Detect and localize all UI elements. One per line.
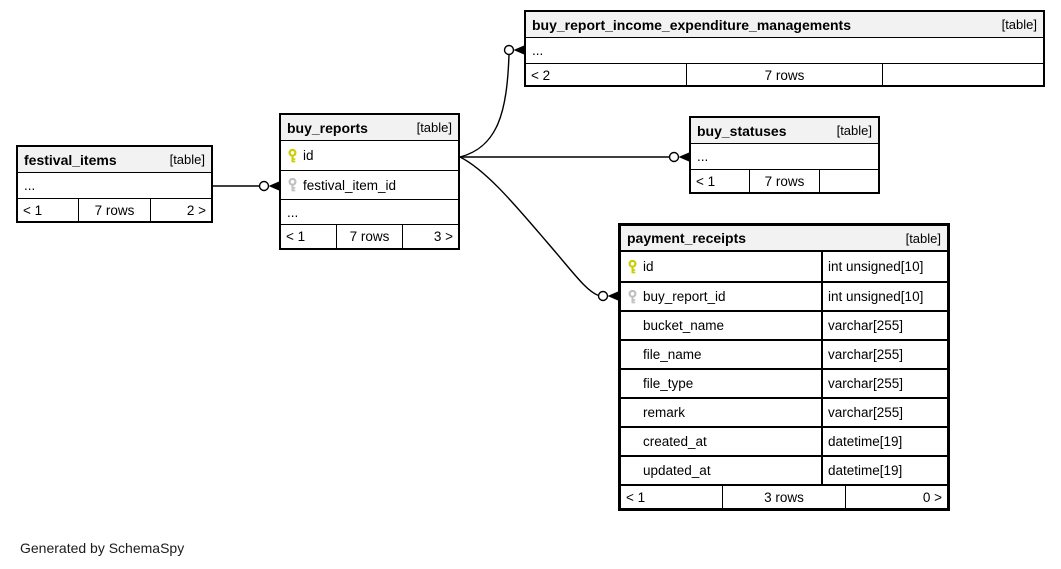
- primary-key-icon: [621, 259, 643, 274]
- column-type: int unsigned[10]: [821, 283, 947, 310]
- column-row-bucket_name[interactable]: bucket_name varchar[255]: [621, 310, 947, 339]
- footer-children: 2 >: [186, 202, 206, 218]
- table-tag: [table]: [905, 230, 941, 246]
- column-row-ellipsis[interactable]: ...: [18, 173, 211, 198]
- column-name: created_at: [643, 434, 707, 449]
- footer-rowcount: 7 rows: [748, 170, 821, 192]
- table-tag: [table]: [1001, 17, 1037, 32]
- table-footer: < 2 7 rows: [526, 63, 1043, 86]
- table-header: payment_receipts [table]: [621, 226, 947, 252]
- column-type: varchar[255]: [821, 312, 947, 339]
- foreign-key-icon: [281, 178, 303, 192]
- table-buy_reports[interactable]: buy_reports [table] id festival_item_id..…: [279, 113, 460, 250]
- column-row-file_name[interactable]: file_name varchar[255]: [621, 339, 947, 368]
- table-tag: [table]: [416, 120, 452, 135]
- column-name: ...: [287, 204, 299, 220]
- foreign-key-icon: [621, 289, 643, 304]
- column-type: varchar[255]: [821, 399, 947, 426]
- footer-rowcount: 7 rows: [335, 225, 404, 248]
- column-name: remark: [643, 405, 686, 420]
- column-name: id: [303, 148, 314, 163]
- column-name: id: [643, 259, 654, 274]
- column-row-ellipsis[interactable]: ...: [526, 38, 1043, 63]
- footer-children: 3 >: [433, 229, 453, 244]
- table-footer: < 1 3 rows 0 >: [621, 484, 947, 508]
- connector-buy_reports-to-buy_report_income_expenditure_managements: [459, 44, 524, 158]
- table-buy_statuses[interactable]: buy_statuses [table] ... < 1 7 rows: [689, 116, 880, 194]
- footer-parents: < 1: [696, 173, 716, 189]
- table-name: buy_reports: [287, 119, 368, 136]
- column-row-created_at[interactable]: created_at datetime[19]: [621, 426, 947, 455]
- primary-key-icon: [281, 148, 303, 163]
- column-name: file_type: [643, 376, 694, 391]
- footer-children: [820, 170, 878, 192]
- column-row-buy_report_id[interactable]: buy_report_id int unsigned[10]: [621, 281, 947, 310]
- table-name: buy_report_income_expenditure_management…: [532, 16, 851, 33]
- table-header: buy_statuses [table]: [691, 118, 878, 144]
- column-row-ellipsis[interactable]: ...: [281, 199, 458, 224]
- column-row-id[interactable]: id: [281, 141, 458, 170]
- column-name: festival_item_id: [303, 177, 397, 193]
- table-footer: < 1 7 rows 2 >: [18, 198, 211, 221]
- table-header: buy_reports [table]: [281, 115, 458, 141]
- generator-note: Generated by SchemaSpy: [20, 540, 185, 556]
- column-row-festival_item_id[interactable]: festival_item_id: [281, 170, 458, 199]
- table-footer: < 1 7 rows: [691, 169, 878, 192]
- column-row-remark[interactable]: remark varchar[255]: [621, 397, 947, 426]
- table-festival_items[interactable]: festival_items [table] ... < 1 7 rows 2 …: [16, 145, 213, 223]
- table-name: payment_receipts: [627, 230, 747, 246]
- table-name: buy_statuses: [697, 122, 787, 139]
- table-name: festival_items: [24, 151, 117, 168]
- footer-rowcount: 7 rows: [686, 64, 883, 86]
- table-tag: [table]: [836, 123, 872, 138]
- column-type: datetime[19]: [821, 428, 947, 455]
- column-name: updated_at: [643, 463, 711, 478]
- footer-parents: < 1: [286, 229, 306, 244]
- column-name: buy_report_id: [643, 289, 726, 304]
- column-name: ...: [24, 178, 36, 193]
- footer-parents: < 1: [626, 489, 646, 505]
- footer-parents: < 1: [23, 202, 43, 218]
- footer-children: [883, 64, 1043, 86]
- column-row-id[interactable]: id int unsigned[10]: [621, 252, 947, 281]
- connector-buy_reports-to-payment_receipts: [459, 156, 618, 302]
- connector-festival_items-to-buy_reports: [213, 180, 279, 192]
- table-buy_report_income_expenditure_managements[interactable]: buy_report_income_expenditure_management…: [524, 10, 1045, 87]
- footer-rowcount: 3 rows: [722, 486, 846, 508]
- table-tag: [table]: [169, 152, 205, 167]
- footer-children: 0 >: [922, 489, 942, 505]
- column-row-updated_at[interactable]: updated_at datetime[19]: [621, 455, 947, 484]
- table-header: buy_report_income_expenditure_management…: [526, 12, 1043, 38]
- table-footer: < 1 7 rows 3 >: [281, 224, 458, 248]
- footer-parents: < 2: [531, 67, 551, 83]
- column-type: int unsigned[10]: [821, 252, 947, 281]
- column-name: bucket_name: [643, 318, 725, 333]
- table-payment_receipts[interactable]: payment_receipts [table] id int unsigned[…: [618, 223, 950, 511]
- column-type: datetime[19]: [821, 457, 947, 484]
- connector-buy_reports-to-buy_statuses: [460, 151, 689, 163]
- column-row-file_type[interactable]: file_type varchar[255]: [621, 368, 947, 397]
- column-name: file_name: [643, 347, 702, 362]
- column-name: ...: [697, 149, 709, 164]
- footer-rowcount: 7 rows: [77, 199, 152, 221]
- column-name: ...: [532, 43, 544, 58]
- column-row-ellipsis[interactable]: ...: [691, 144, 878, 169]
- table-header: festival_items [table]: [18, 147, 211, 173]
- column-type: varchar[255]: [821, 370, 947, 397]
- column-type: varchar[255]: [821, 341, 947, 368]
